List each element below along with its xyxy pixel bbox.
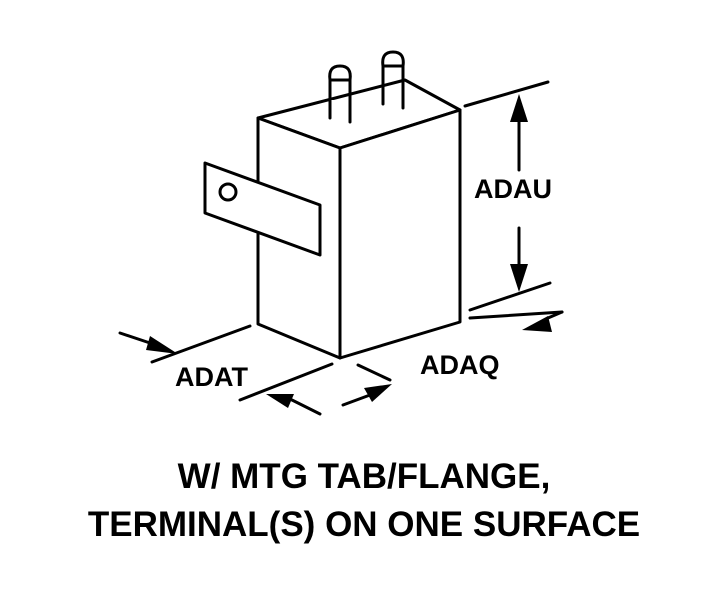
caption-line-2: TERMINAL(S) ON ONE SURFACE xyxy=(88,505,640,544)
depth-dimension xyxy=(341,310,564,407)
box-front-face xyxy=(338,108,462,360)
mounting-hole-icon xyxy=(218,182,238,202)
depth-label: ADAQ xyxy=(420,350,500,380)
caption-line-1: W/ MTG TAB/FLANGE, xyxy=(178,457,551,496)
mounting-tab xyxy=(203,161,322,257)
height-label: ADAU xyxy=(474,174,552,204)
width-dimension xyxy=(118,324,334,416)
height-dimension xyxy=(463,80,552,312)
width-label: ADAT xyxy=(175,362,248,392)
